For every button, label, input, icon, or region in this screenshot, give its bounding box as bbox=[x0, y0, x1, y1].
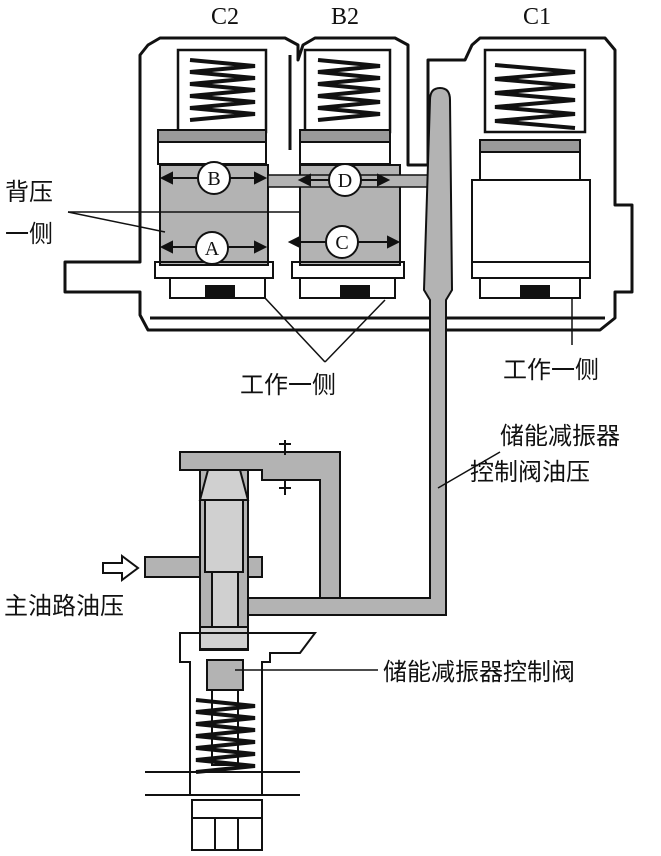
chamber-c-label: C bbox=[335, 232, 348, 254]
back-pressure-label-line1: 背压 bbox=[5, 178, 53, 206]
chamber-a-label: A bbox=[205, 238, 220, 260]
main-line-pressure-label: 主油路油压 bbox=[4, 592, 124, 620]
chamber-a-marker: A bbox=[195, 231, 229, 265]
header-b2: B2 bbox=[331, 4, 359, 30]
header-c2: C2 bbox=[211, 4, 239, 30]
c1-accumulator bbox=[471, 48, 591, 299]
accumulator-housing bbox=[63, 36, 634, 332]
accumulator-control-valve bbox=[144, 440, 341, 851]
chamber-c-marker: C bbox=[325, 225, 359, 259]
header-c1: C1 bbox=[523, 4, 551, 30]
chamber-b-label: B bbox=[207, 168, 220, 190]
leader-lines bbox=[67, 211, 573, 671]
main-pressure-arrow-icon bbox=[102, 554, 140, 582]
back-pressure-label-line2: 一侧 bbox=[5, 220, 53, 248]
working-side-label-left: 工作一侧 bbox=[240, 371, 336, 399]
working-side-label-right: 工作一侧 bbox=[503, 356, 599, 384]
control-valve-label: 储能减振器控制阀 bbox=[383, 658, 575, 686]
chamber-b-marker: B bbox=[197, 161, 231, 195]
control-pressure-label-line1: 储能减振器 bbox=[500, 422, 620, 450]
control-pressure-label-line2: 控制阀油压 bbox=[470, 458, 590, 486]
chamber-d-label: D bbox=[338, 170, 352, 192]
chamber-d-marker: D bbox=[328, 163, 362, 197]
